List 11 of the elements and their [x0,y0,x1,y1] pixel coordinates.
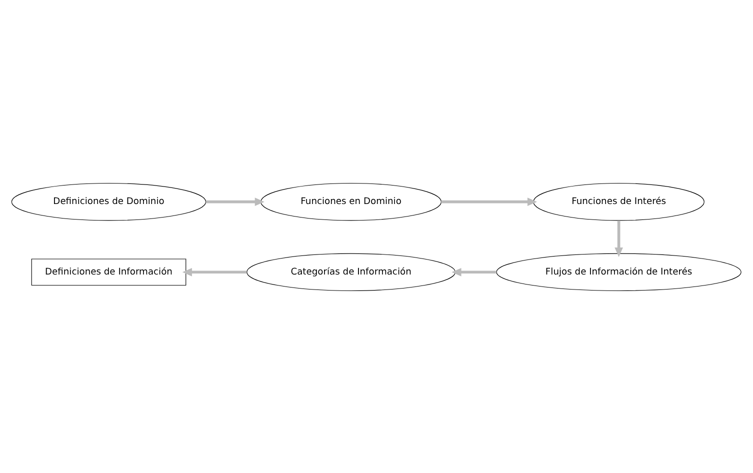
arrow [441,197,538,206]
node-ellipse: Categorías de Información [246,252,456,291]
arrow [452,267,496,276]
node-ellipse: Flujos de Información de Interés [496,252,742,291]
node-ellipse: Funciones en Dominio [260,182,442,220]
node-box: Definiciones de Información [31,258,186,286]
arrow [182,267,247,276]
node-ellipse: Funciones de Interés [533,182,704,220]
node-ellipse: Definiciones de Dominio [11,182,206,220]
arrow [614,220,623,257]
arrow [206,197,264,206]
